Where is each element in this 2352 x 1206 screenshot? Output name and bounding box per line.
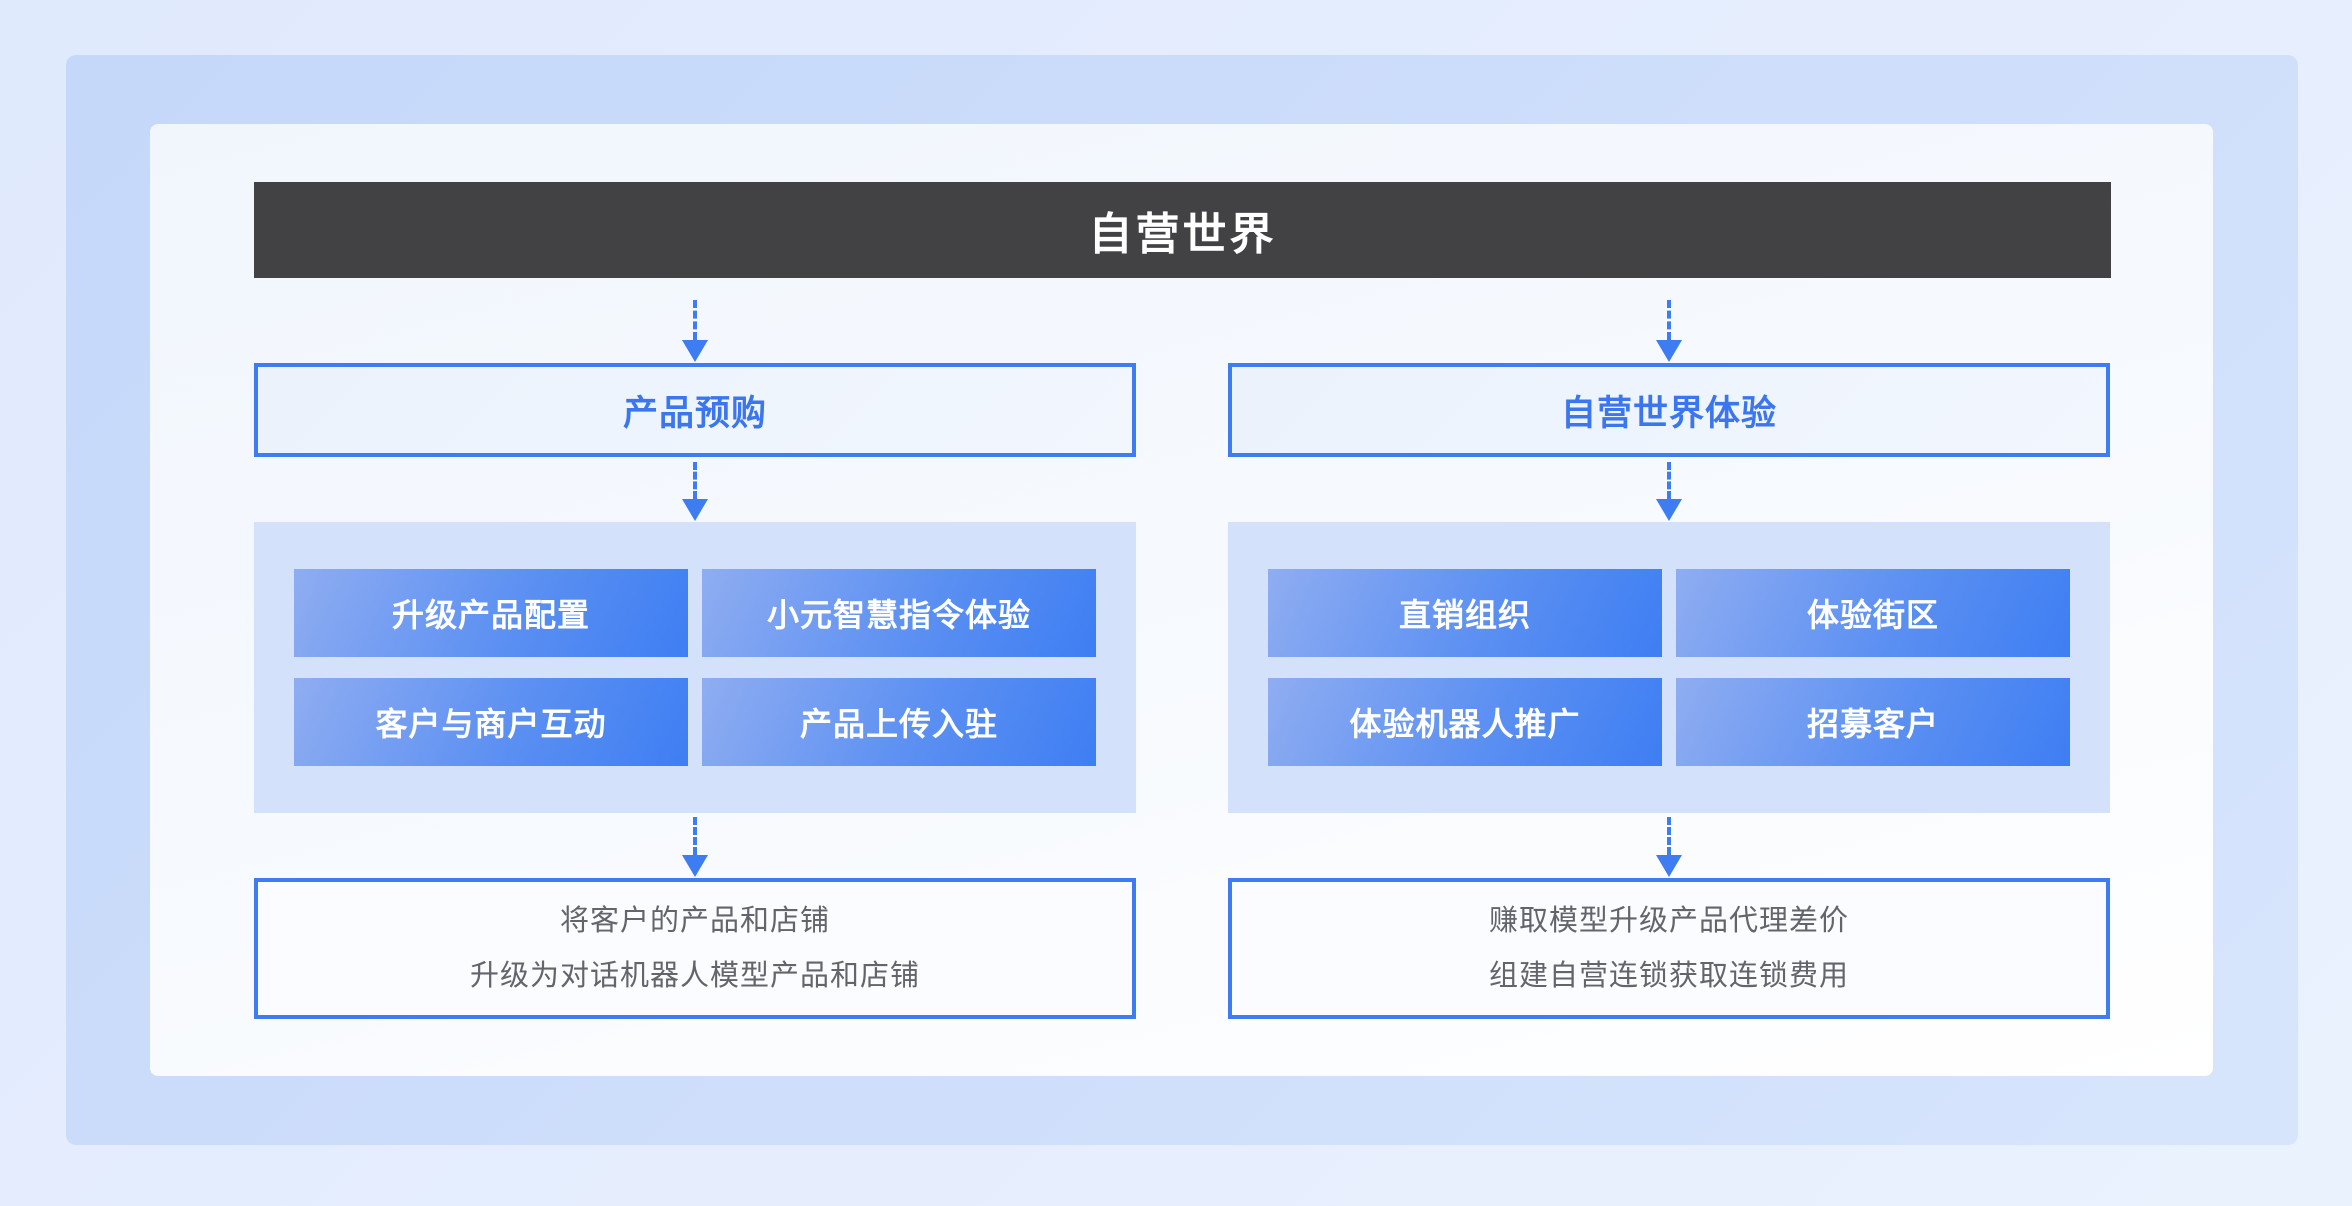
feature-node: 直销组织 bbox=[1268, 569, 1662, 657]
down-arrow bbox=[682, 300, 708, 362]
outcome-line: 将客户的产品和店铺 bbox=[559, 904, 830, 937]
feature-node: 客户与商户互动 bbox=[294, 678, 688, 766]
feature-node: 小元智慧指令体验 bbox=[702, 569, 1096, 657]
feature-node-label: 客户与商户互动 bbox=[375, 706, 607, 742]
node-product-prepurchase: 产品预购 bbox=[254, 363, 1136, 457]
outcome-line: 组建自营连锁获取连锁费用 bbox=[1488, 959, 1849, 992]
arrow-head-icon bbox=[1656, 855, 1682, 877]
feature-node-label: 直销组织 bbox=[1398, 597, 1531, 633]
down-arrow bbox=[682, 817, 708, 877]
feature-node-label: 体验机器人推广 bbox=[1349, 706, 1581, 742]
feature-node: 体验机器人推广 bbox=[1268, 678, 1662, 766]
feature-node: 体验街区 bbox=[1676, 569, 2070, 657]
node-world-experience: 自营世界体验 bbox=[1228, 363, 2110, 457]
arrow-head-icon bbox=[682, 855, 708, 877]
arrow-head-icon bbox=[682, 340, 708, 362]
feature-group-right: 直销组织 体验街区 体验机器人推广 招募客户 bbox=[1228, 522, 2110, 813]
arrow-line bbox=[1667, 462, 1671, 499]
feature-node: 升级产品配置 bbox=[294, 569, 688, 657]
feature-node-label: 体验街区 bbox=[1806, 597, 1939, 633]
arrow-head-icon bbox=[1656, 499, 1682, 521]
down-arrow bbox=[1656, 300, 1682, 362]
node-title-label: 自营世界体验 bbox=[1560, 393, 1777, 433]
feature-node: 产品上传入驻 bbox=[702, 678, 1096, 766]
outcome-box-right: 赚取模型升级产品代理差价 组建自营连锁获取连锁费用 bbox=[1228, 878, 2110, 1019]
arrow-line bbox=[693, 300, 697, 340]
down-arrow bbox=[682, 462, 708, 521]
arrow-line bbox=[693, 817, 697, 855]
feature-node-label: 产品上传入驻 bbox=[799, 706, 998, 742]
feature-node-label: 招募客户 bbox=[1806, 706, 1939, 742]
arrow-line bbox=[693, 462, 697, 499]
arrow-line bbox=[1667, 300, 1671, 340]
arrow-line bbox=[1667, 817, 1671, 855]
node-title-label: 产品预购 bbox=[622, 393, 767, 433]
arrow-head-icon bbox=[682, 499, 708, 521]
outcome-line: 赚取模型升级产品代理差价 bbox=[1488, 904, 1849, 937]
feature-group-left: 升级产品配置 小元智慧指令体验 客户与商户互动 产品上传入驻 bbox=[254, 522, 1136, 813]
feature-node: 招募客户 bbox=[1676, 678, 2070, 766]
diagram-title: 自营世界 bbox=[1088, 210, 1277, 259]
down-arrow bbox=[1656, 817, 1682, 877]
arrow-head-icon bbox=[1656, 340, 1682, 362]
outcome-box-left: 将客户的产品和店铺 升级为对话机器人模型产品和店铺 bbox=[254, 878, 1136, 1019]
feature-node-label: 升级产品配置 bbox=[391, 597, 590, 633]
down-arrow bbox=[1656, 462, 1682, 521]
feature-node-label: 小元智慧指令体验 bbox=[766, 597, 1031, 633]
diagram-title-bar: 自营世界 bbox=[254, 182, 2111, 278]
outcome-line: 升级为对话机器人模型产品和店铺 bbox=[469, 959, 920, 992]
